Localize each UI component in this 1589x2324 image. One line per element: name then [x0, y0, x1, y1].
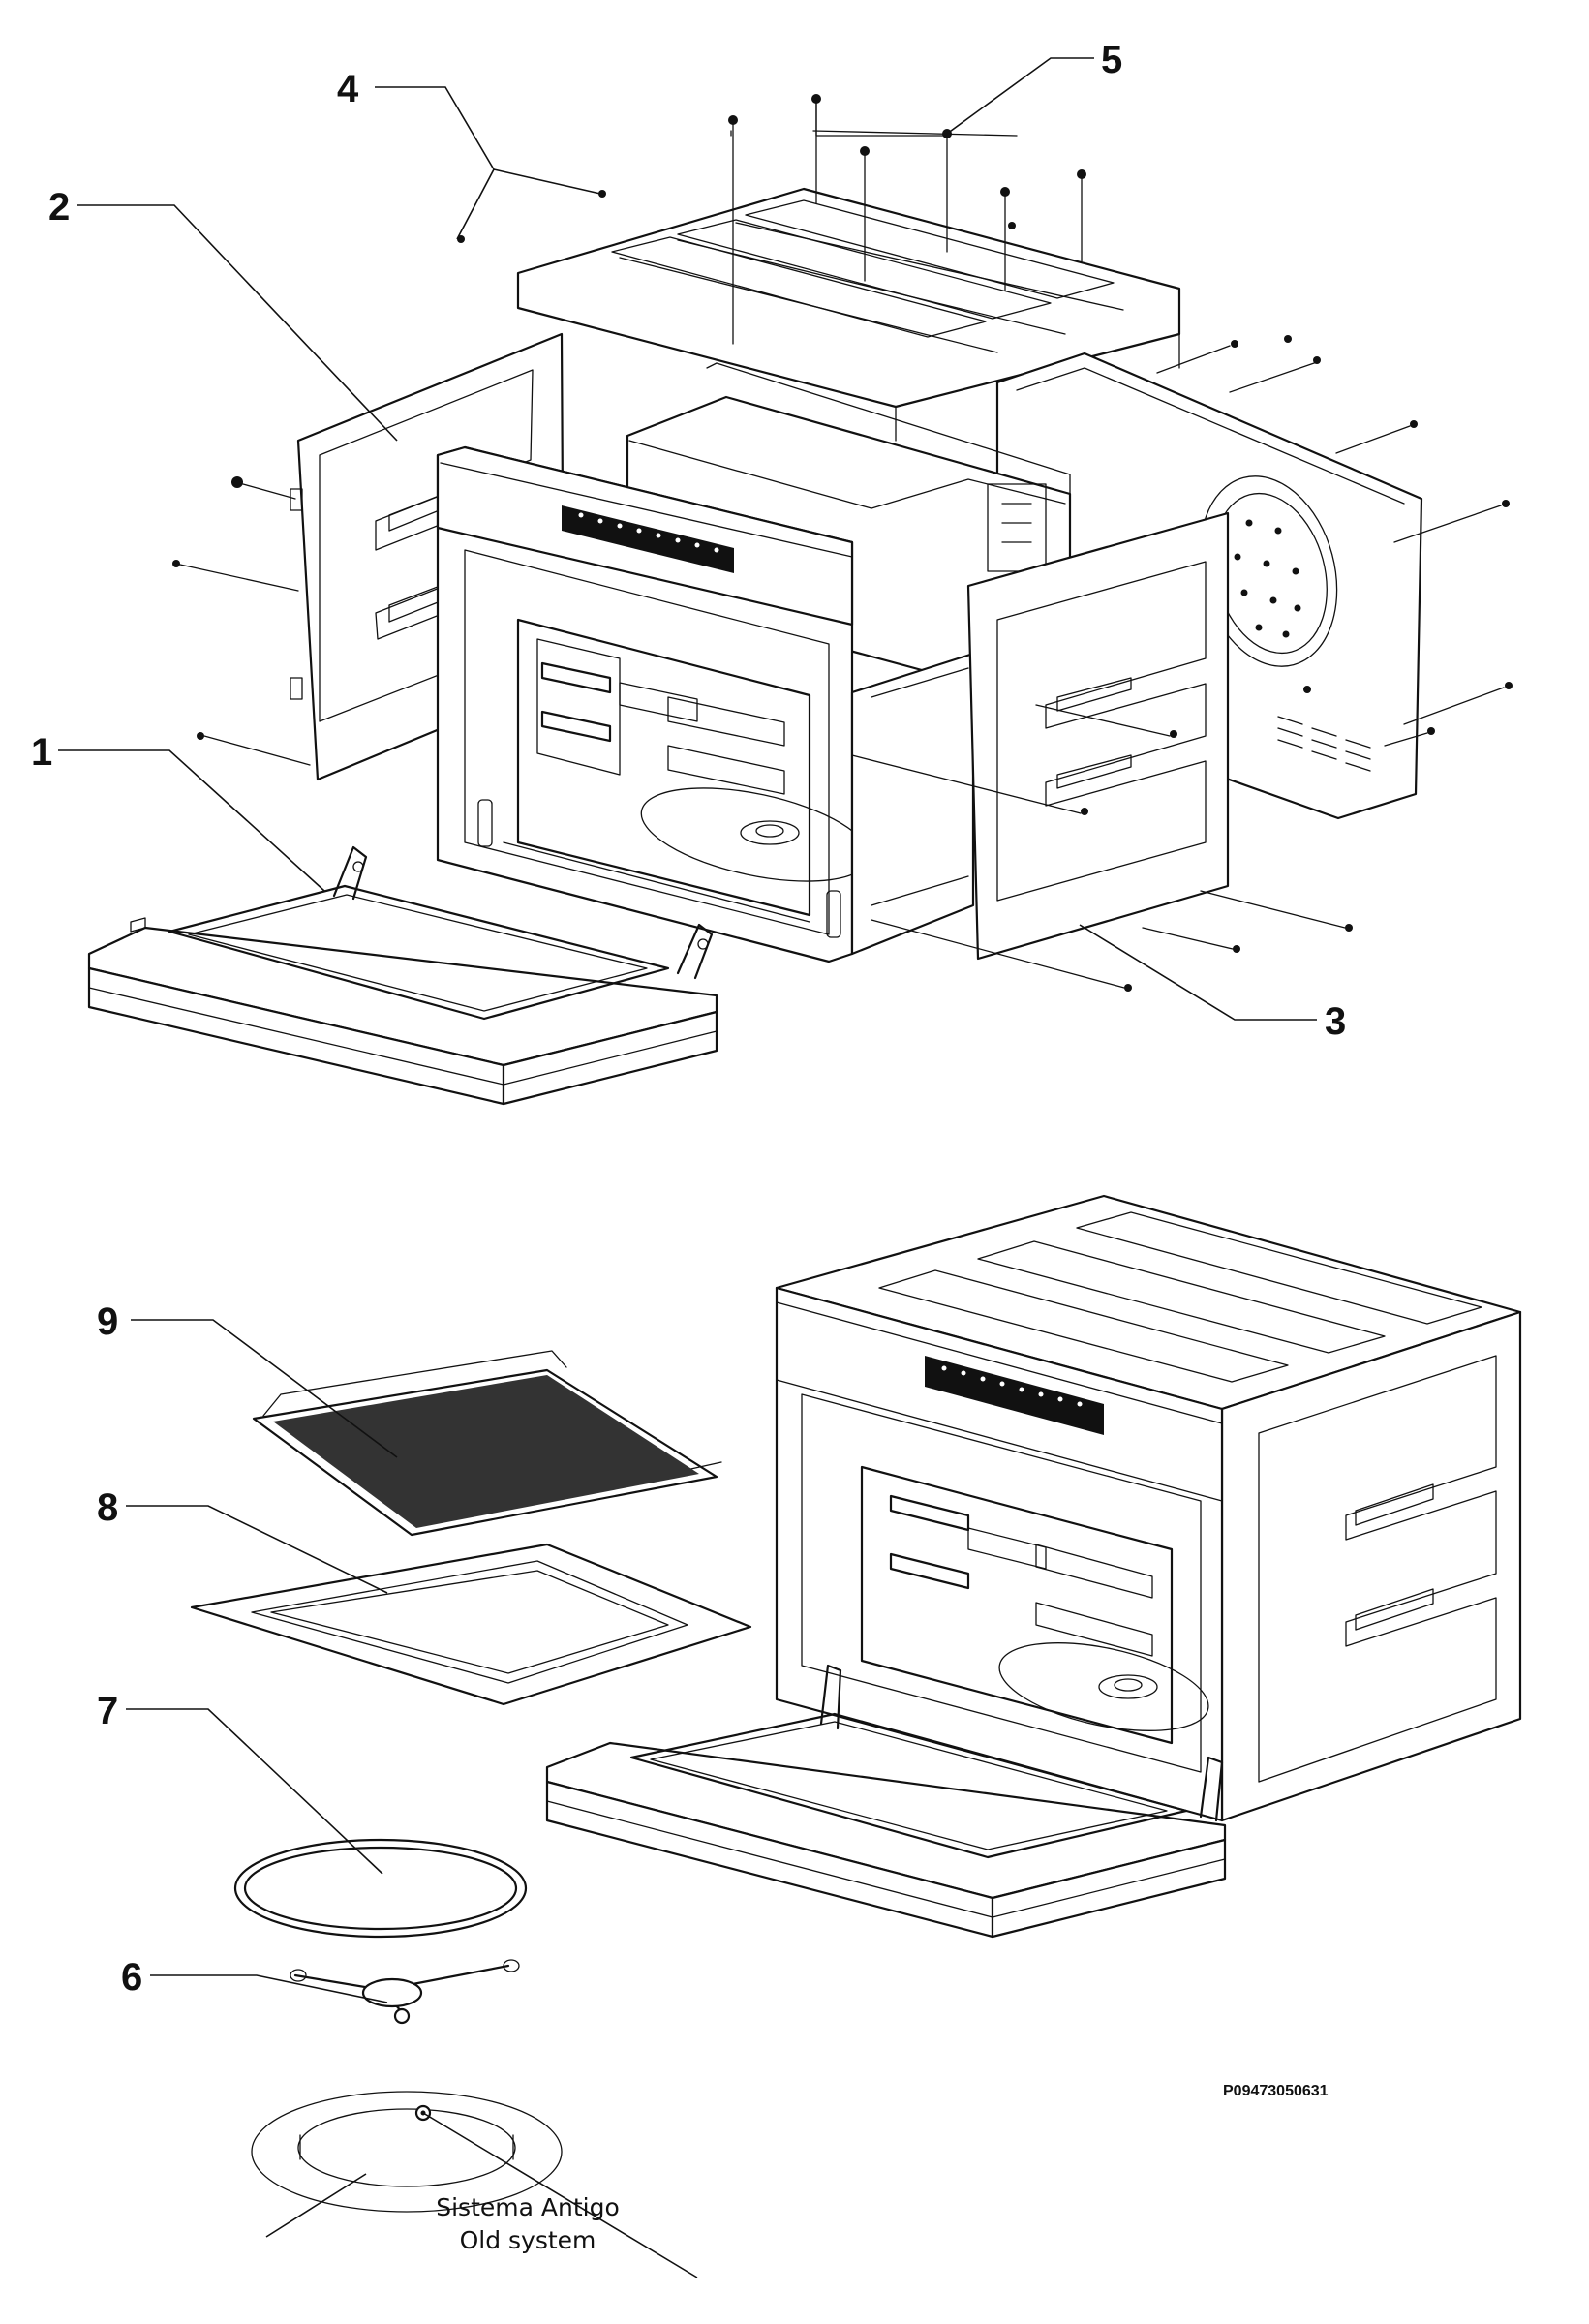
oven-door — [87, 845, 718, 1106]
assembled-oven — [545, 1194, 1522, 1939]
old-system-ring — [251, 2091, 698, 2278]
glass-turntable-plate — [233, 1838, 528, 1939]
callout-1: 1 — [31, 731, 52, 774]
callout-2: 2 — [48, 186, 70, 229]
fan-holes — [1234, 519, 1301, 638]
grill-rack — [252, 1350, 722, 1537]
roller-support — [290, 1959, 520, 2025]
front-frame — [436, 445, 975, 963]
vent-slots — [1277, 716, 1371, 772]
callout-8: 8 — [97, 1486, 118, 1529]
top-cover-panel — [516, 187, 1181, 442]
right-side-panel — [851, 511, 1353, 992]
control-panel-display — [562, 505, 734, 573]
old-system-label-en: Old system — [460, 2226, 596, 2254]
callout-9: 9 — [97, 1300, 118, 1343]
callout-7: 7 — [97, 1690, 118, 1732]
old-system-label-pt: Sistema Antigo — [436, 2193, 620, 2221]
callout-3: 3 — [1325, 1000, 1346, 1043]
assembled-control-display — [925, 1356, 1104, 1435]
callout-4: 4 — [337, 68, 359, 110]
baking-tray — [190, 1543, 752, 1706]
callout-5: 5 — [1101, 39, 1122, 81]
part-code: P09473050631 — [1223, 2083, 1329, 2099]
callout-6: 6 — [121, 1956, 142, 1999]
callout-leaders — [58, 57, 1317, 2003]
grill-mesh — [273, 1375, 699, 1528]
top-screws — [457, 94, 1086, 345]
